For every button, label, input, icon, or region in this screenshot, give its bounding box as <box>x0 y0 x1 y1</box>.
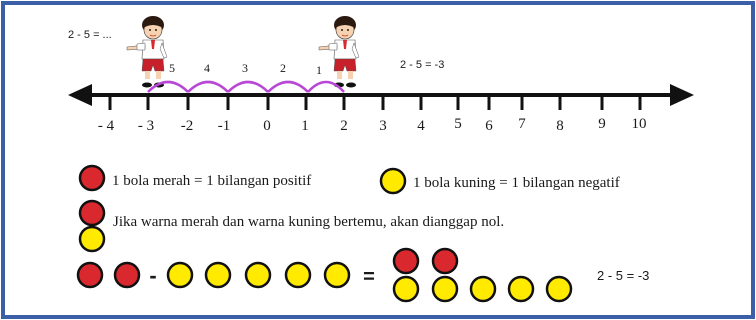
right-arrowhead <box>670 84 694 106</box>
jump-labels: 5 4 3 2 1 <box>169 61 322 77</box>
red-ball-icon <box>78 199 106 227</box>
yellow-ball-icon <box>166 261 194 289</box>
operation-balls <box>76 247 573 303</box>
jump-arc <box>187 80 229 93</box>
jump-arc <box>267 80 309 93</box>
tick-label: 1 <box>301 118 309 134</box>
legend-yellow-text: 1 bola kuning = 1 bilangan negatif <box>413 175 620 191</box>
yellow-ball-icon <box>431 275 459 303</box>
minus-sign: - <box>149 263 156 288</box>
red-ball-icon <box>431 247 459 275</box>
yellow-ball-icon <box>392 275 420 303</box>
tick-label: 4 <box>417 118 425 134</box>
yellow-ball-icon <box>379 167 407 195</box>
yellow-ball-icon <box>204 261 232 289</box>
jump-label: 5 <box>169 61 175 75</box>
result-equation: 2 - 5 = -3 <box>597 268 649 283</box>
tick-label: - 4 <box>98 118 115 134</box>
tick-label: 0 <box>263 118 271 134</box>
tick-label: -1 <box>218 118 231 134</box>
left-arrowhead <box>68 84 92 106</box>
tick-label: 8 <box>556 118 564 134</box>
jump-label: 3 <box>242 61 248 75</box>
yellow-ball-icon <box>284 261 312 289</box>
yellow-ball-icon <box>469 275 497 303</box>
red-ball-icon <box>78 164 106 192</box>
jump-label: 2 <box>280 61 286 75</box>
red-ball-icon <box>76 261 104 289</box>
red-ball-icon <box>392 247 420 275</box>
tick-label: 3 <box>379 118 387 134</box>
top-right-equation: 2 - 5 = -3 <box>400 59 444 71</box>
tick-labels: - 4 - 3 -2 -1 0 1 2 3 4 5 6 7 8 9 10 <box>98 116 647 134</box>
yellow-ball-icon <box>545 275 573 303</box>
tick-label: 5 <box>454 116 462 132</box>
jump-arc <box>147 80 189 93</box>
rule-text: Jika warna merah dan warna kuning bertem… <box>113 214 504 230</box>
yellow-ball-icon <box>323 261 351 289</box>
ticks <box>108 97 642 110</box>
tick-label: -2 <box>181 118 194 134</box>
yellow-ball-icon <box>78 225 106 253</box>
jump-arc <box>227 80 269 93</box>
jump-label: 1 <box>316 63 322 77</box>
tick-label: 2 <box>340 118 348 134</box>
yellow-ball-icon <box>507 275 535 303</box>
jump-arcs <box>147 80 345 93</box>
yellow-ball-icon <box>244 261 272 289</box>
tick-label: 10 <box>632 116 647 132</box>
tick-label: - 3 <box>138 118 154 134</box>
top-left-equation: 2 - 5 = ... <box>68 29 112 41</box>
legend-balls <box>78 164 407 253</box>
equals-sign: = <box>363 266 375 288</box>
tick-label: 7 <box>518 116 526 132</box>
red-ball-icon <box>113 261 141 289</box>
tick-label: 6 <box>485 118 493 134</box>
tick-label: 9 <box>598 116 606 132</box>
jump-label: 4 <box>204 61 210 75</box>
jump-arc <box>307 80 345 93</box>
legend-red-text: 1 bola merah = 1 bilangan positif <box>112 173 311 189</box>
